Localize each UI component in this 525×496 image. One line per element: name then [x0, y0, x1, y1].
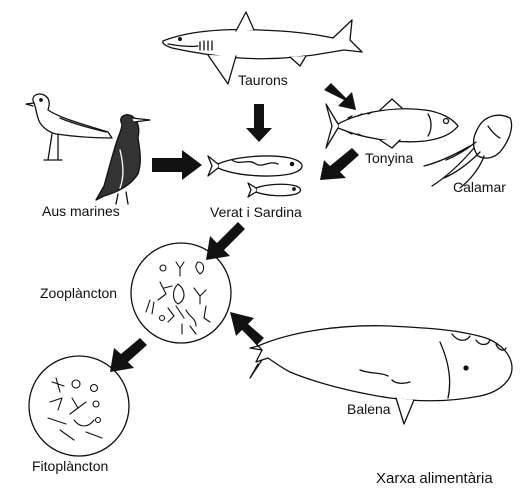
label-tonyina: Tonyina [365, 150, 413, 166]
arrow-zooplankton-to-phytoplankton [110, 338, 147, 372]
label-balena: Balena [347, 401, 391, 417]
label-taurons: Taurons [238, 72, 288, 88]
mackerel-illustration [208, 156, 302, 176]
arrow-tuna-to-fish [320, 148, 359, 180]
cormorant-illustration [96, 115, 150, 204]
arrow-birds-to-fish [152, 150, 202, 180]
seagull-illustration [26, 94, 112, 160]
label-verat-sardina: Verat i Sardina [210, 204, 302, 220]
label-zooplancton: Zooplàncton [40, 285, 117, 301]
arrow-shark-to-tuna [324, 83, 356, 110]
arrow-whale-to-zooplankton [230, 312, 264, 345]
label-aus-marines: Aus marines [42, 203, 120, 219]
sardine-illustration [248, 183, 301, 197]
arrow-fish-to-zooplankton [206, 222, 245, 260]
label-calamar: Calamar [453, 179, 506, 195]
label-fitoplancton: Fitoplàncton [32, 458, 108, 474]
diagram-title: Xarxa alimentària [376, 471, 493, 487]
arrow-shark-to-fish [246, 104, 272, 142]
